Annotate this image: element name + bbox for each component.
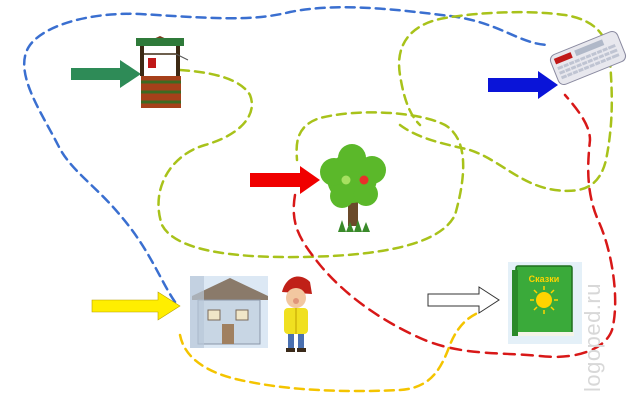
red-dashed-path	[292, 93, 617, 359]
yellow-dashed-path	[178, 310, 482, 393]
keyboard-icon	[549, 30, 627, 86]
olive-dashed-path	[157, 68, 465, 259]
blue-dashed-path	[23, 6, 552, 304]
green-arrow	[71, 60, 141, 88]
watermark-text: logoped.ru	[580, 283, 605, 392]
fairy-house-icon	[190, 276, 268, 348]
gnome-icon	[272, 274, 326, 358]
book-title-text: Сказки	[529, 274, 560, 284]
well-icon	[136, 36, 189, 108]
yellow-arrow	[91, 291, 181, 321]
white-arrow	[427, 286, 500, 314]
red-arrow	[250, 166, 320, 194]
book-icon: Сказки	[508, 262, 582, 344]
olive-dashed-path-2	[397, 10, 614, 193]
blue-arrow	[488, 71, 558, 99]
apple-tree-icon	[320, 144, 386, 232]
